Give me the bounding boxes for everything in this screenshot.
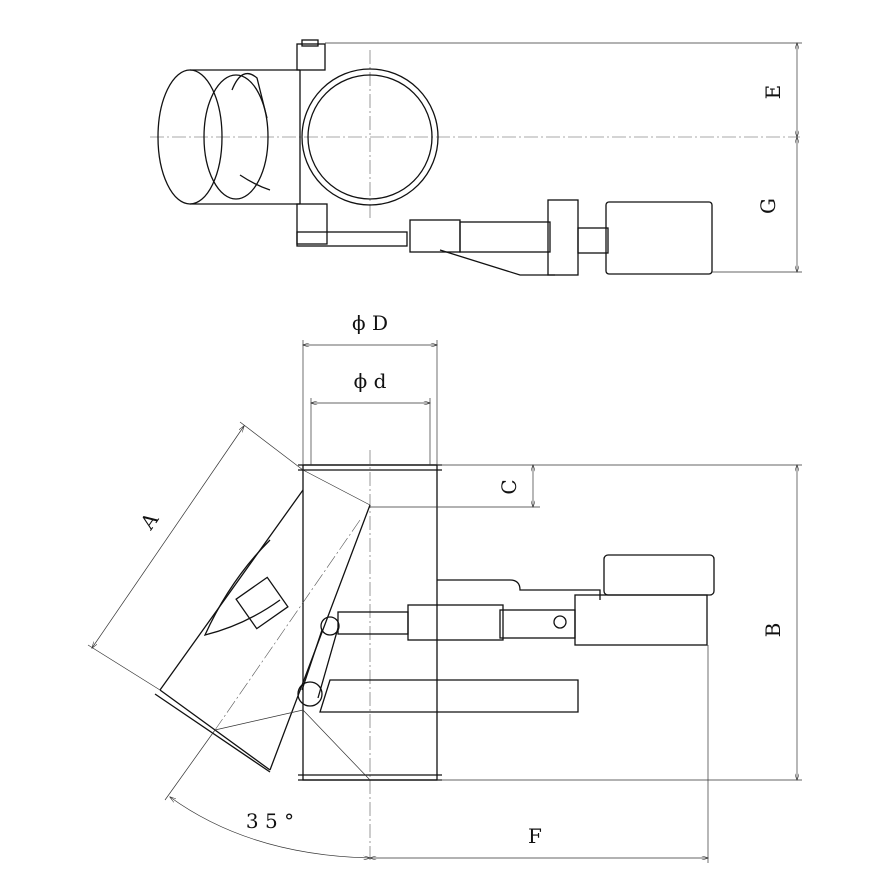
dim-inner-diameter-label: ϕ d: [354, 369, 387, 393]
dim-f-label: F: [528, 824, 542, 848]
pivot: [297, 681, 323, 707]
dim-g-label: G: [756, 198, 780, 214]
outlet-pipe-outer: [301, 68, 439, 206]
dim-a-label: A: [135, 508, 164, 535]
outlet-pipe-inner: [307, 74, 433, 200]
top-flange-block: [296, 43, 326, 71]
angle-label: 3 5 °: [246, 809, 294, 833]
solenoid-box: [574, 594, 708, 646]
dim-outer-diameter-label: ϕ D: [352, 311, 388, 335]
dim-c-label: C: [497, 479, 521, 494]
dim-e-label: E: [761, 85, 785, 100]
top-actuator-box: [605, 201, 713, 275]
side-view: ϕ D ϕ d C B A F 3 5 °: [87, 311, 802, 863]
top-cylinder-rod: [296, 231, 408, 247]
top-view: E G: [150, 39, 802, 276]
dim-b-label: B: [761, 623, 785, 638]
support-bracket: [319, 679, 579, 713]
control-box: [603, 554, 715, 596]
air-cylinder: [407, 604, 504, 641]
valve-handle-block: [235, 576, 289, 630]
top-cylinder: [409, 219, 461, 253]
